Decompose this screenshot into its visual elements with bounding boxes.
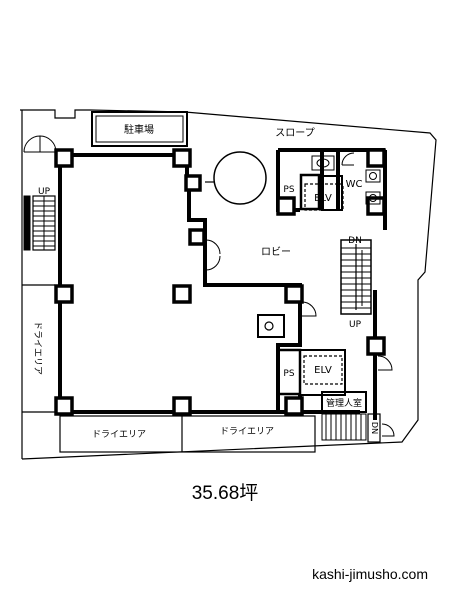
parking-area [91, 111, 188, 147]
dn-label-bottom: DN [370, 422, 379, 434]
up-label-stair: UP [349, 320, 362, 330]
structural-columns [54, 148, 386, 416]
ps-label-top: PS [283, 185, 294, 195]
atrium-circle [213, 151, 267, 205]
bottom-stair [321, 413, 395, 443]
elv-label-top: ELV [314, 193, 332, 204]
wc-label: WC [346, 179, 363, 190]
main-walls [58, 148, 387, 420]
lobby-label: ロビー [261, 246, 291, 258]
dry-area-label-left: ドライエリア [32, 321, 43, 375]
up-label-left: UP [38, 187, 51, 197]
elv-label-bottom: ELV [314, 365, 332, 376]
main-stair [340, 239, 372, 315]
utility-room [257, 314, 285, 338]
site-url: kashi-jimusho.com [312, 566, 428, 582]
site-boundary [20, 109, 437, 460]
lower-door [377, 355, 393, 371]
dry-area-label-bottom-left: ドライエリア [92, 429, 146, 440]
entrance-door [23, 135, 57, 153]
side-door [301, 301, 317, 317]
bottom-dry-area [59, 415, 316, 453]
ps-label-bottom: PS [283, 369, 294, 379]
dn-label-stair: DN [348, 236, 362, 246]
wc-fixtures [311, 152, 381, 205]
manager-room [321, 391, 367, 413]
elevator-shaft-top [299, 173, 344, 211]
slope-label: スロープ [275, 127, 314, 139]
parking-label: 駐車場 [124, 123, 154, 136]
manager-room-label: 管理人室 [326, 397, 362, 409]
left-stair [23, 195, 56, 251]
dry-area-label-bottom-right: ドライエリア [220, 426, 274, 437]
floor-area-label: 35.68坪 [191, 483, 259, 504]
plan-labels: 駐車場 スロープ ロビー WC PS ELV UP DN UP PS ELV 管… [32, 123, 379, 440]
lobby-door [205, 239, 221, 271]
